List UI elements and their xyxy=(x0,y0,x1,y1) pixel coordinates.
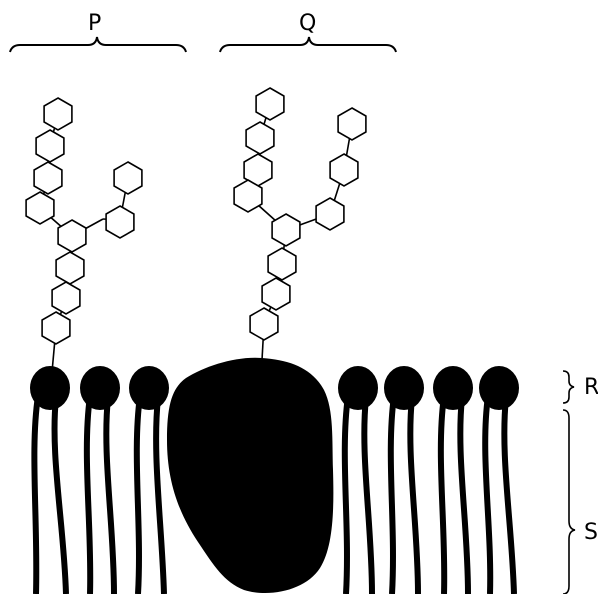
sugar-hexagon xyxy=(261,277,291,311)
phospholipid-head xyxy=(338,366,378,410)
label-q: Q xyxy=(299,11,317,36)
sugar-hexagon xyxy=(271,213,301,247)
sugar-hexagon xyxy=(329,153,359,187)
phospholipid-heads xyxy=(30,366,519,410)
phospholipid-head xyxy=(129,366,169,410)
fatty-acid-tail xyxy=(341,395,351,594)
fatty-acid-tail xyxy=(103,397,117,594)
fatty-acid-tail xyxy=(51,397,69,594)
fatty-acid-tail xyxy=(31,395,41,594)
fatty-acid-tail xyxy=(501,397,517,594)
sugar-hexagon xyxy=(57,219,87,253)
sugar-hexagon xyxy=(245,121,275,155)
sugar-hexagon xyxy=(43,97,73,131)
phospholipid-head xyxy=(479,366,519,410)
sugar-hexagon xyxy=(337,107,367,141)
bracket-p xyxy=(9,36,187,53)
bracket-q xyxy=(219,36,397,53)
fatty-acid-tail xyxy=(83,395,94,594)
sugar-hexagon xyxy=(249,307,279,341)
sugar-hexagon xyxy=(33,161,63,195)
fatty-acid-tail xyxy=(387,395,397,594)
brace-s xyxy=(562,409,576,594)
phospholipid-head xyxy=(30,366,70,410)
sugar-hexagon xyxy=(41,311,71,345)
brace-r xyxy=(562,370,575,404)
carbohydrate-chain-q xyxy=(233,87,367,361)
carbohydrate-chain-p xyxy=(25,97,143,373)
sugar-hexagon xyxy=(255,87,285,121)
sugar-hexagon xyxy=(267,247,297,281)
sugar-hexagon xyxy=(105,205,135,239)
fatty-acid-tail xyxy=(437,395,448,594)
fatty-acid-tail xyxy=(361,397,375,594)
label-s: S xyxy=(584,520,598,545)
membrane-protein xyxy=(167,357,334,594)
phospholipid-head xyxy=(384,366,424,410)
label-p: P xyxy=(88,11,102,36)
sugar-hexagon xyxy=(51,281,81,315)
sugar-hexagon xyxy=(35,129,65,163)
sugar-hexagon xyxy=(233,179,263,213)
phospholipid-head xyxy=(80,366,120,410)
fatty-acid-tail xyxy=(482,395,494,594)
sugar-hexagon xyxy=(25,191,55,225)
phospholipid-head xyxy=(433,366,473,410)
fatty-acid-tail xyxy=(457,397,471,594)
sugar-hexagon xyxy=(113,161,143,195)
lipid-tails xyxy=(31,395,517,594)
sugar-hexagon xyxy=(55,251,85,285)
fatty-acid-tail xyxy=(133,395,143,594)
fatty-acid-tail xyxy=(407,397,421,594)
sugar-hexagon xyxy=(315,197,345,231)
fatty-acid-tail xyxy=(153,397,167,594)
label-r: R xyxy=(584,375,598,400)
